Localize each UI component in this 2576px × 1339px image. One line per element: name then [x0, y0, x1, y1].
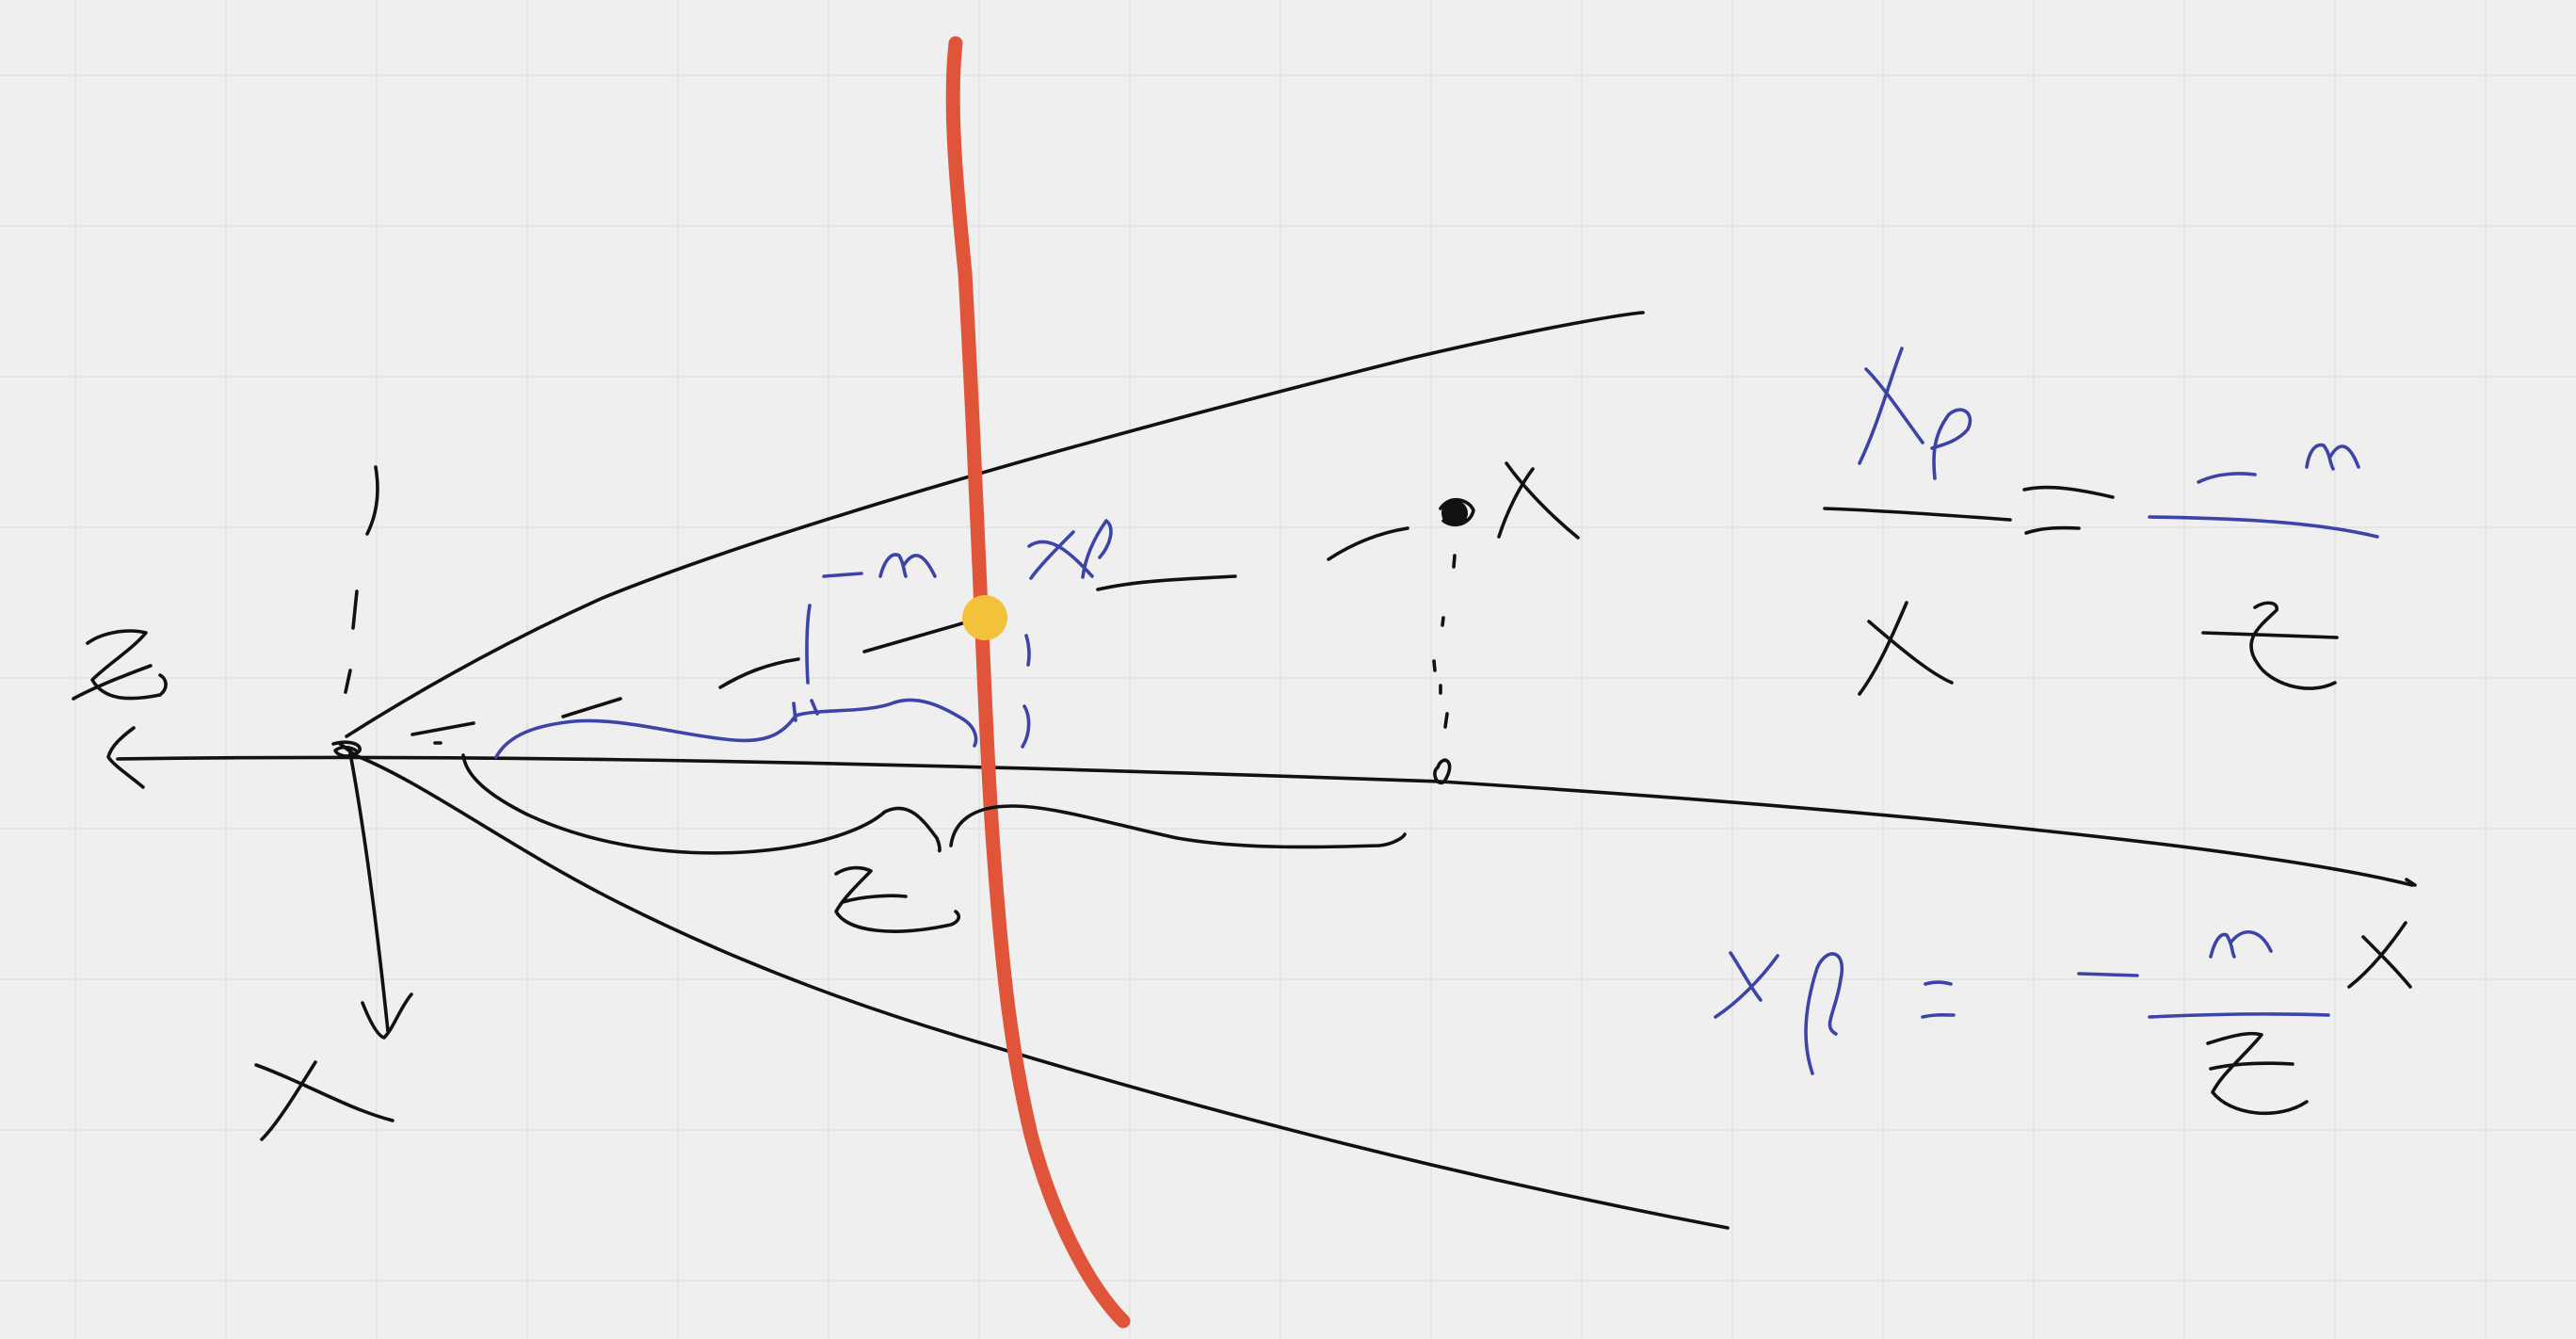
xp-blue-marks	[805, 604, 1031, 749]
eq2-lhs-xp	[1714, 951, 1844, 1075]
eq1-fraction-line-lhs	[1823, 507, 2012, 522]
eq2-eq: =	[1925, 975, 1947, 1016]
eq2-factor-X	[2347, 921, 2412, 989]
depth-brace	[461, 753, 1407, 855]
fov-upper-edge	[345, 311, 1645, 738]
point-X-dotted-drop	[1432, 554, 1457, 785]
x-axis-line	[348, 751, 390, 1033]
axis-x-text: x	[282, 1069, 301, 1110]
focal-length-brace	[494, 698, 978, 759]
eq1-rhs-den-Z	[2201, 601, 2339, 690]
xp-text: xp	[1031, 537, 1071, 578]
eq1-lhs-num: xp	[1869, 410, 1908, 451]
eq1-fraction-line-rhs	[2148, 515, 2379, 539]
eq1-lhs-den: X	[1869, 645, 1894, 686]
eq1-rhs-num-neg-m	[2197, 443, 2360, 484]
depth-Z-text: Z	[838, 876, 861, 917]
optical-dashed-up	[344, 465, 379, 694]
projection-dashes	[411, 526, 1409, 745]
z-axis-arrowhead	[106, 726, 145, 789]
axis-z-text: z	[94, 636, 113, 677]
eq2-den-Z	[2206, 1031, 2309, 1116]
x-axis-arrowhead	[361, 992, 413, 1040]
eq1-equals	[2022, 485, 2115, 535]
eq2-factor: X	[2359, 951, 2384, 992]
label-X-letters	[1497, 461, 1580, 540]
eq1-rhs-num: -m	[2203, 438, 2247, 479]
eq2-fraction-line	[2148, 1012, 2330, 1019]
eq1-lhs-den-X	[1858, 601, 1954, 696]
eq2-neg	[2077, 972, 2139, 977]
neg-m-text: -m	[829, 541, 873, 583]
eq2-den: Z	[2222, 1059, 2245, 1101]
eq2-equals	[1921, 980, 1956, 1019]
label-z-axis-letters	[72, 629, 168, 701]
fov-lower-edge	[348, 751, 1730, 1230]
point-X-outline	[1439, 498, 1475, 526]
image-plane	[945, 36, 1131, 1329]
eq2-lhs: xp	[1723, 975, 1763, 1016]
projected-point-xp	[962, 595, 1007, 640]
point-X	[1441, 500, 1468, 526]
eq1-eq: =	[2034, 494, 2055, 536]
principal-axis	[116, 755, 2414, 887]
eq2-num: -m	[2090, 937, 2134, 978]
point-X-text: X	[1511, 485, 1537, 526]
axis-end-tick	[2405, 878, 2417, 887]
label-Z-letters	[834, 865, 961, 933]
label-neg-m-letters	[822, 553, 937, 578]
eq1-lhs-num-xp	[1858, 347, 1972, 480]
label-xp-letters	[1027, 519, 1113, 580]
eq2-m	[2209, 929, 2273, 959]
label-x-axis-letters	[254, 1060, 394, 1141]
eq1-rhs-den: Z	[2260, 636, 2282, 677]
